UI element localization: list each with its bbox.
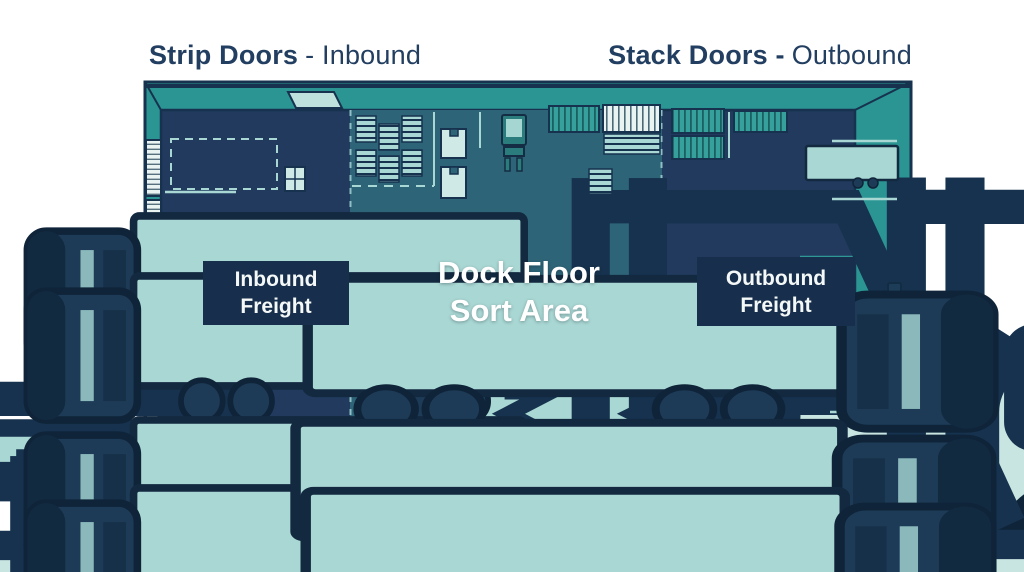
pallet-slat-icon [588, 168, 613, 195]
container-teal-icon [733, 110, 788, 133]
strip-doors-title-bold: Strip Doors [148, 40, 299, 70]
container-teal-icon [671, 108, 725, 134]
outbound-props-top [671, 108, 854, 259]
inbound-freight-label: Inbound Freight [203, 261, 349, 325]
container-white-icon [602, 104, 661, 133]
stack-doors-title-bold: Stack Doors - [608, 40, 785, 70]
inbound-freight-line1: Inbound [234, 268, 318, 291]
skylight-icon [286, 91, 344, 109]
strip-doors-title: Strip Doors- Inbound [105, 38, 465, 72]
sort-area-line1: Dock Floor [438, 255, 600, 290]
outbound-freight-line2: Freight [740, 293, 812, 317]
trucks [27, 144, 993, 572]
strip-doors-title-regular: - Inbound [305, 40, 422, 70]
partition-lines [352, 112, 481, 187]
trailer-icon [804, 144, 900, 189]
outbound-freight-label: Outbound Freight [697, 257, 855, 326]
truck-icon [306, 491, 992, 572]
inbound-freight-line2: Freight [240, 295, 312, 318]
pallet-slat-icon [603, 133, 661, 155]
forklift-icon [588, 168, 1024, 572]
box-icon-group [440, 128, 467, 199]
dock-floor-sort-area-label: Dock Floor Sort Area [398, 252, 640, 332]
container-teal-icon [671, 135, 725, 160]
container-teal-icon [548, 105, 600, 133]
staging-zone-dashed [170, 138, 278, 190]
forklift-icon [284, 166, 996, 572]
stack-doors-title: Stack Doors -Outbound [575, 38, 945, 72]
dock-door-icon [145, 139, 162, 197]
kiosk-icon [501, 114, 527, 172]
stack-doors-title-regular: Outbound [791, 40, 912, 70]
pallet-slat-group [355, 115, 423, 183]
sort-area-line2: Sort Area [449, 293, 589, 328]
sort-area-props-top [352, 104, 661, 199]
crate-icon [284, 166, 306, 192]
outbound-freight-line1: Outbound [725, 266, 827, 290]
